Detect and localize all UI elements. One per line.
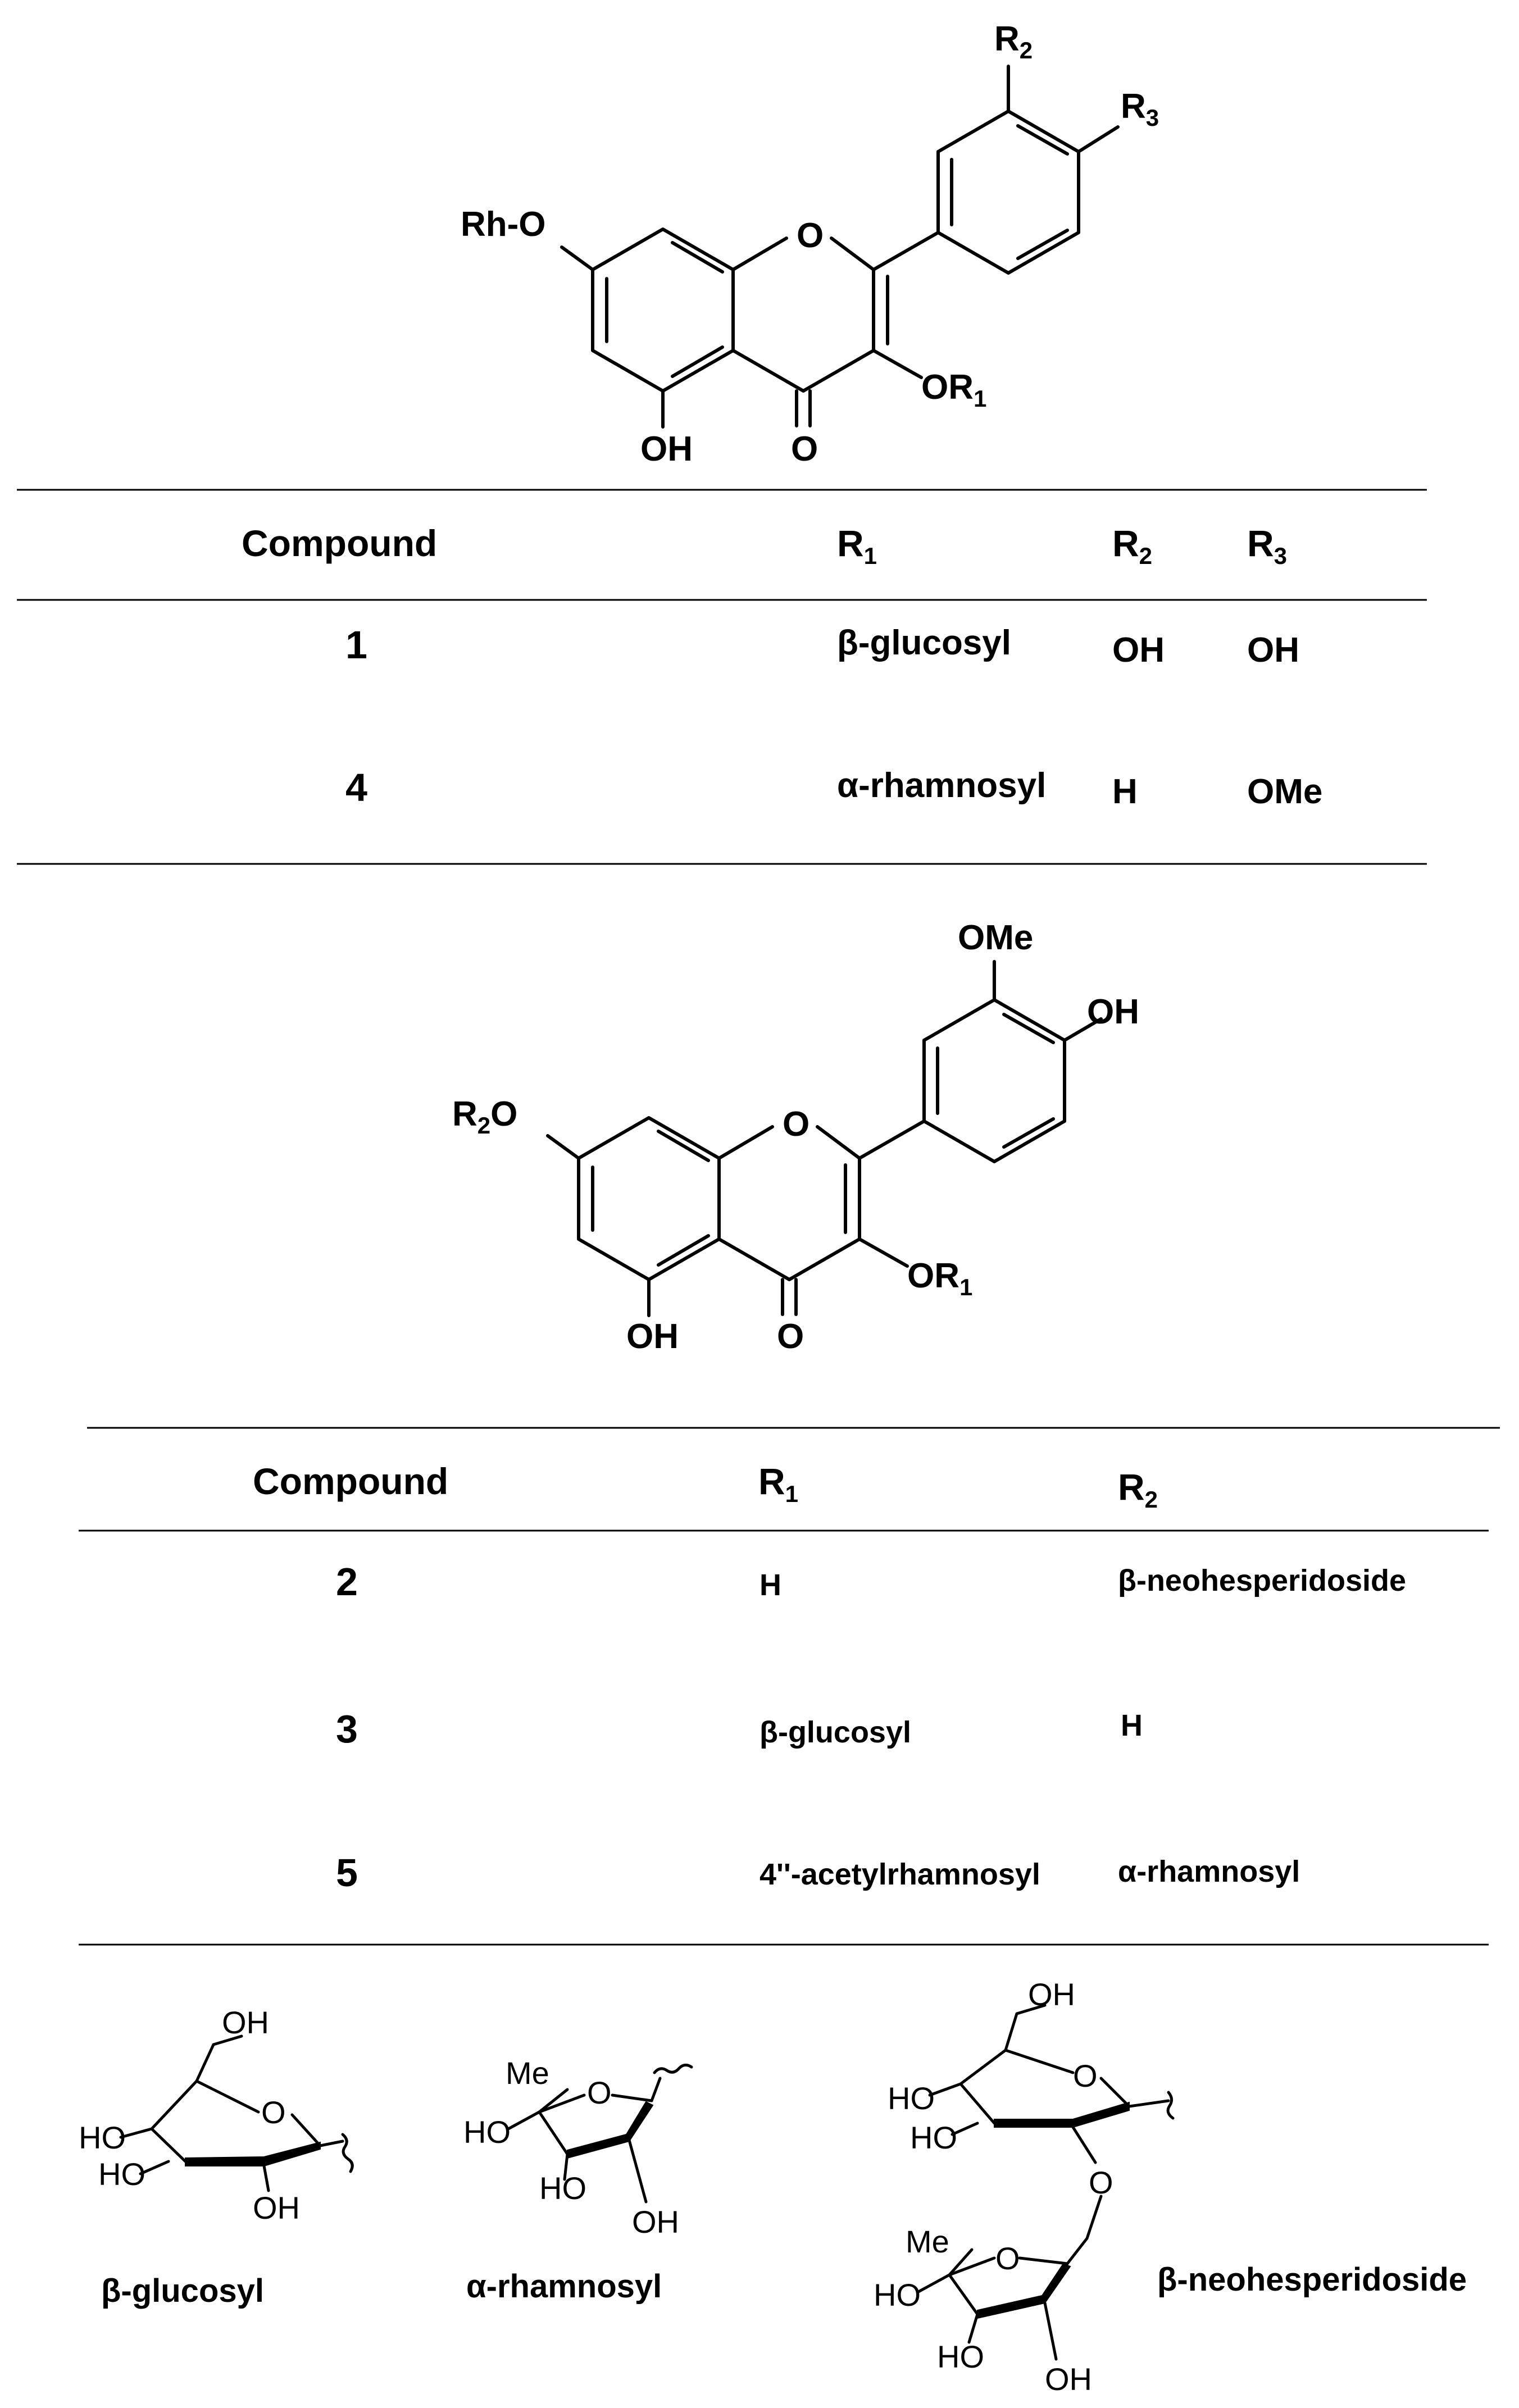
table-1-header-r2: R2: [1112, 522, 1152, 569]
r2-value: α-rhamnosyl: [1118, 1855, 1300, 1888]
beta-glucosyl-structure: OH O HO HO OH β-glucosyl: [79, 2005, 354, 2309]
sugar-oh-label: OH: [1028, 1977, 1075, 2012]
table-row: 5 4''-acetylrhamnosyl α-rhamnosyl: [336, 1851, 1300, 1895]
sugar-ho-label: HO: [463, 2114, 511, 2150]
sugar-ring-oxygen-label: O: [587, 2075, 612, 2110]
alpha-rhamnosyl-structure: Me O HO HO OH α-rhamnosyl: [463, 2055, 693, 2305]
table-1-header-r3: R3: [1247, 522, 1287, 569]
r3-value: OMe: [1247, 772, 1322, 811]
r1-value: H: [760, 1568, 781, 1602]
rh-o-label: Rh-O: [461, 205, 546, 244]
r3-value: OH: [1247, 631, 1299, 670]
carbonyl-oxygen-label: O: [791, 430, 818, 468]
compound-id: 5: [336, 1851, 358, 1895]
hydroxyl-label: OH: [626, 1317, 679, 1356]
table-2-header-r2: R2: [1118, 1466, 1158, 1513]
methoxy-label: OMe: [958, 918, 1033, 957]
sugar-oh-label: OH: [1045, 2361, 1092, 2397]
r2-value: β-neohesperidoside: [1118, 1564, 1406, 1597]
compound-id: 3: [336, 1707, 358, 1751]
or1-label: OR1: [907, 1257, 972, 1300]
sugar-ho-label: HO: [539, 2170, 586, 2206]
alpha-rhamnosyl-caption: α-rhamnosyl: [466, 2268, 662, 2305]
r2-value: OH: [1112, 631, 1165, 670]
glycosidic-oxygen-label: O: [1089, 2165, 1113, 2200]
hydroxyl-b-ring-label: OH: [1087, 993, 1139, 1031]
carbonyl-oxygen-label: O: [777, 1317, 804, 1356]
r1-value: 4''-acetylrhamnosyl: [760, 1858, 1040, 1891]
table-2-header-compound: Compound: [253, 1460, 448, 1502]
compound-id: 1: [345, 623, 367, 667]
table-row: 4 α-rhamnosyl H OMe: [345, 766, 1322, 811]
structure-2: R2O O OMe OH OR1 OH O: [452, 918, 1139, 1356]
ring-oxygen-label: O: [783, 1105, 809, 1144]
beta-neohesperidoside-structure: OH O HO HO O Me O HO HO OH β-neohesperid…: [874, 1977, 1467, 2397]
r2o-label: R2O: [452, 1095, 517, 1139]
ring-oxygen-label: O: [797, 216, 824, 255]
table-1-header-r1: R1: [837, 522, 877, 569]
sugar-ring-oxygen-label: O: [261, 2095, 286, 2130]
sugar-ho-label: HO: [874, 2277, 921, 2313]
sugar-methyl-label: Me: [906, 2224, 949, 2259]
sugar-oh-label: OH: [222, 2005, 269, 2040]
sugar-ho-label: HO: [910, 2120, 957, 2155]
sugar-ho-label: HO: [888, 2081, 935, 2116]
r2-label: R2: [994, 20, 1033, 63]
sugar-oh-label: OH: [632, 2204, 679, 2239]
sugar-ring-oxygen-label: O: [1073, 2058, 1098, 2093]
sugar-ho-label: HO: [79, 2120, 126, 2155]
table-row: 3 β-glucosyl H: [336, 1707, 1143, 1751]
r3-label: R3: [1121, 87, 1159, 131]
substituent-table-2: Compound R1 R2 2 H β-neohesperidoside 3 …: [79, 1427, 1500, 1946]
compound-id: 4: [345, 766, 367, 809]
r2-value: H: [1121, 1709, 1143, 1742]
table-1-header-compound: Compound: [242, 522, 437, 564]
sugar-methyl-label: Me: [506, 2055, 549, 2091]
table-row: 2 H β-neohesperidoside: [336, 1560, 1406, 1604]
structure-1: Rh-O O R2 R3 OR1 OH O: [461, 20, 1159, 468]
compound-id: 2: [336, 1560, 358, 1604]
sugar-ho-label: HO: [937, 2339, 984, 2374]
hydroxyl-label: OH: [640, 430, 693, 468]
r1-value: β-glucosyl: [837, 623, 1011, 662]
table-row: 1 β-glucosyl OH OH: [345, 623, 1299, 670]
table-2-header-r1: R1: [758, 1460, 798, 1507]
r1-value: α-rhamnosyl: [837, 766, 1046, 805]
r2-value: H: [1112, 772, 1138, 811]
sugar-oh-label: OH: [253, 2190, 300, 2225]
sugar-ring-oxygen-label: O: [995, 2241, 1020, 2276]
substituent-table-1: Compound R1 R2 R3 1 β-glucosyl OH OH 4 α…: [17, 489, 1427, 865]
sugar-ho-label: HO: [98, 2156, 145, 2192]
beta-glucosyl-caption: β-glucosyl: [101, 2273, 264, 2309]
r1-value: β-glucosyl: [760, 1715, 911, 1749]
beta-neohesperidoside-caption: β-neohesperidoside: [1157, 2261, 1467, 2298]
or1-label: OR1: [921, 368, 986, 412]
